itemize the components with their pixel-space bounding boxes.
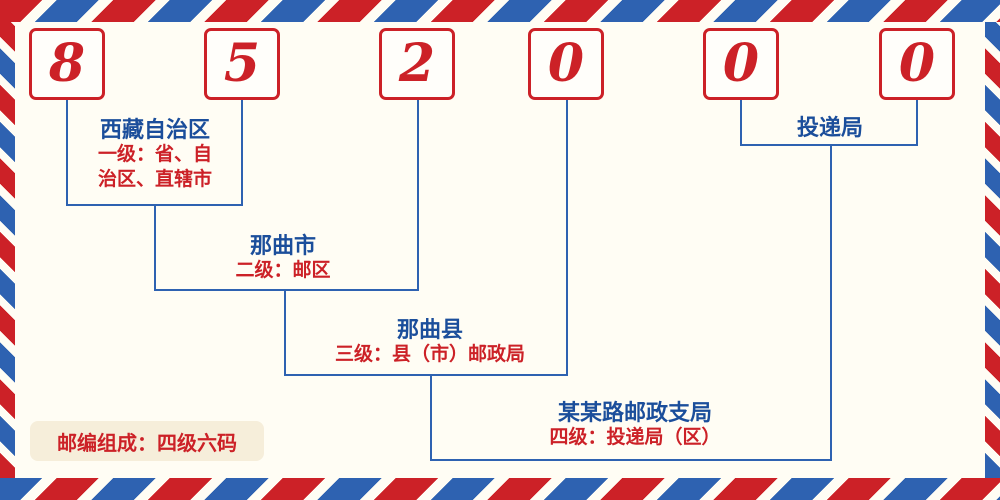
line-digit4-drop (566, 100, 568, 376)
digit-box-5: 0 (703, 28, 779, 100)
level4-description: 四级：投递局（区） (549, 426, 721, 448)
digit-box-3: 2 (379, 28, 455, 100)
level3-description: 三级：县（市）邮政局 (334, 343, 525, 365)
level1-description-line2: 治区、直辖市 (97, 168, 212, 190)
level1-region-name: 西藏自治区 (99, 118, 210, 143)
composition-note-text: 邮编组成：四级六码 (57, 430, 237, 455)
digit-box-1: 8 (29, 28, 105, 100)
level3-county-name: 那曲县 (396, 318, 463, 343)
level2-city-name: 那曲市 (249, 234, 316, 259)
level1-description: 一级：省、自 治区、直辖市 (58, 142, 252, 192)
line-level2-to-level3 (284, 289, 286, 375)
line-digit5-drop (740, 100, 742, 146)
digit-box-2: 5 (204, 28, 280, 100)
line-digit6-drop (916, 100, 918, 146)
line-level3-to-level4 (430, 374, 432, 460)
digit-box-6: 0 (879, 28, 955, 100)
line-level1-to-level2 (154, 204, 156, 290)
level1-description-line1: 一级：省、自 (97, 143, 212, 165)
line-digit3-drop (417, 100, 419, 291)
level4-branch-name: 某某路邮政支局 (557, 401, 712, 426)
line-level2-underline (154, 289, 419, 291)
line-delivery-to-level4 (830, 144, 832, 461)
line-delivery-bracket (740, 144, 918, 146)
digit-box-4: 0 (528, 28, 604, 100)
airmail-stripe-bottom (0, 478, 1000, 500)
level2-description: 二级：邮区 (235, 259, 331, 281)
delivery-office-label: 投递局 (796, 116, 863, 141)
line-digit2-drop (241, 100, 243, 206)
line-level4-underline (430, 459, 832, 461)
airmail-stripe-top (0, 0, 1000, 22)
airmail-stripe-left (0, 22, 15, 478)
line-digit1-drop (66, 100, 68, 206)
airmail-stripe-right (985, 22, 1000, 478)
composition-note: 邮编组成：四级六码 (30, 421, 264, 461)
line-level3-underline (284, 374, 568, 376)
